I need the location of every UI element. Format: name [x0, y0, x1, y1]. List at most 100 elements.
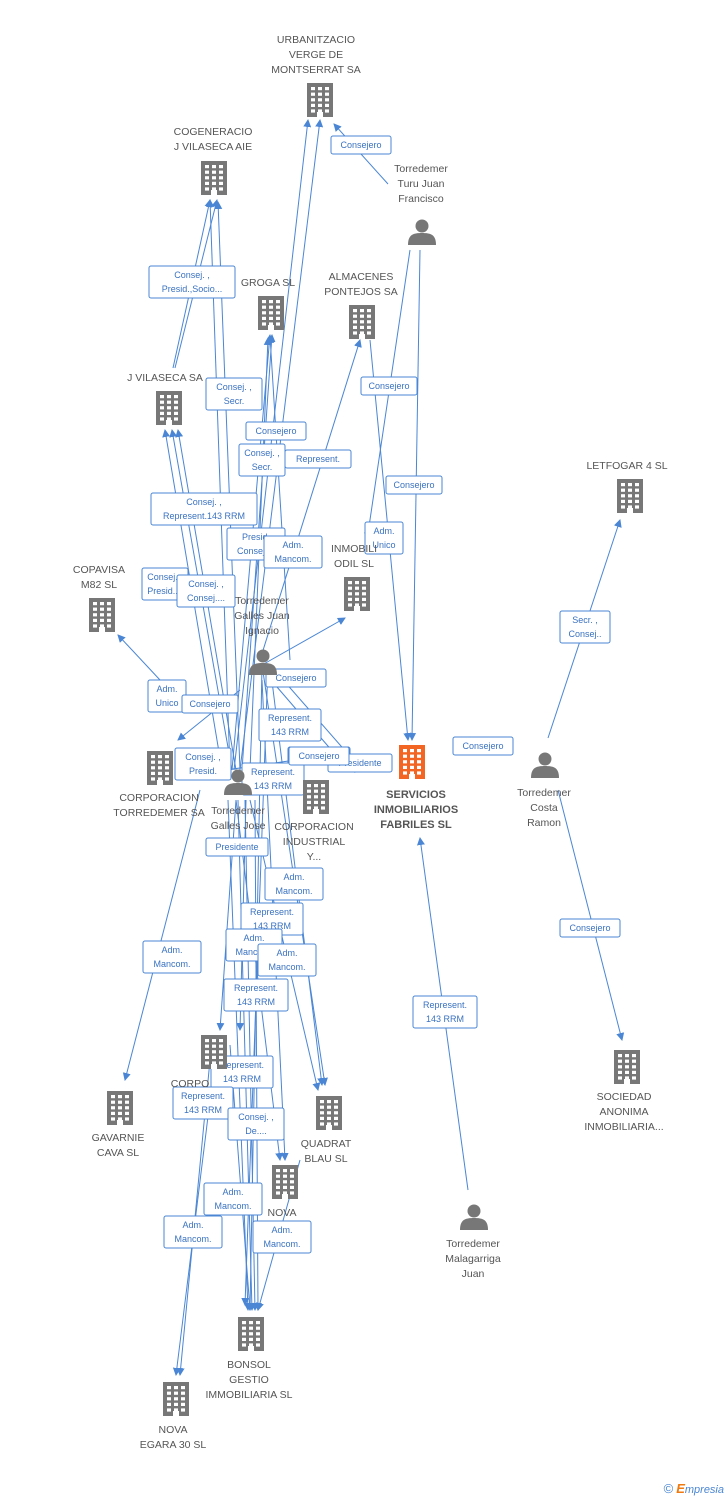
node-label: Galles Jose: [211, 820, 266, 832]
edge-label[interactable]: Consejero: [360, 376, 418, 396]
building-icon: [147, 751, 173, 785]
edge-label[interactable]: Consejero: [452, 736, 514, 756]
node-label: J VILASECA AIE: [174, 141, 252, 153]
edge: [266, 335, 291, 661]
node-label: NOVA: [159, 1424, 188, 1436]
edge-label[interactable]: Consejero: [559, 918, 621, 938]
edge-label[interactable]: Consej. ,Secr.: [238, 443, 286, 477]
node-label: Francisco: [398, 193, 444, 205]
building-icon: [272, 1165, 298, 1199]
edge-label[interactable]: Adm.Mancom.: [252, 1220, 312, 1254]
node-label: GAVARNIE: [92, 1132, 145, 1144]
node-label: ANONIMA: [599, 1106, 648, 1118]
edge-label[interactable]: Adm.Unico: [364, 521, 404, 555]
edge-label[interactable]: Adm.Mancom.: [263, 535, 323, 569]
edge-label[interactable]: Secr. ,Consej..: [559, 610, 611, 644]
edge-label-text: Consejero: [393, 480, 434, 490]
edge-label[interactable]: Adm.Mancom.: [264, 867, 324, 901]
edge-label[interactable]: Adm.Unico: [147, 679, 187, 713]
edge-label[interactable]: Presidente: [205, 837, 269, 857]
node-label: FABRILES SL: [380, 819, 452, 831]
edge: [557, 789, 625, 1041]
edge-label-text: Adm.: [271, 1225, 292, 1235]
edge-label[interactable]: Consejero: [265, 668, 327, 688]
node-nova[interactable]: NOVA: [268, 1165, 298, 1219]
person-icon: [224, 769, 252, 795]
node-label: ALMACENES: [329, 271, 394, 283]
node-label: INDUSTRIAL: [283, 836, 346, 848]
edge-label[interactable]: Consej. ,Consej....: [176, 574, 236, 608]
edge-label[interactable]: Adm.Mancom.: [142, 940, 202, 974]
node-letfogar[interactable]: LETFOGAR 4 SL: [586, 460, 668, 513]
edge-label-text: Secr.: [224, 396, 245, 406]
edge-label[interactable]: Consej. , Presid.,Socio...: [148, 265, 236, 299]
edge-label[interactable]: Consej. ,Represent.143 RRM: [150, 492, 258, 526]
edge-label[interactable]: Consej. ,De....: [227, 1107, 285, 1141]
edge-label[interactable]: Consejero: [245, 421, 307, 441]
edge-label[interactable]: Consejero: [330, 135, 392, 155]
node-almacenes[interactable]: ALMACENES PONTEJOS SA: [324, 271, 398, 339]
node-label: INMOBILI: [331, 543, 377, 555]
edge-label-text: Mancom.: [235, 947, 272, 957]
edge-label[interactable]: Represent.143 RRM: [223, 978, 289, 1012]
edge-label-text: Consej. ,: [238, 1112, 274, 1122]
node-label: CORPO: [171, 1078, 210, 1090]
person-icon: [408, 219, 436, 245]
building-icon: [163, 1382, 189, 1416]
edge-label-text: Adm.: [373, 526, 394, 536]
edge-label-text: Consejero: [189, 699, 230, 709]
edge-label[interactable]: Adm.Mancom.: [163, 1215, 223, 1249]
edge-label-text: Consej. ,: [174, 270, 210, 280]
node-label: PONTEJOS SA: [324, 286, 398, 298]
node-groga[interactable]: GROGA SL: [241, 277, 295, 330]
person-icon: [460, 1204, 488, 1230]
node-label: M82 SL: [81, 579, 117, 591]
edge-label-text: Consej. ,: [185, 752, 221, 762]
edge-label[interactable]: Represent.143 RRM: [172, 1086, 234, 1120]
edge-label-text: Presid....: [147, 586, 183, 596]
edge-label[interactable]: Consej. ,Presid.: [174, 747, 232, 781]
edge-label-text: Presid.,Socio...: [162, 284, 223, 294]
edge-label-text: Presid.: [242, 532, 270, 542]
edge-label-text: 143 RRM: [237, 997, 275, 1007]
edge-label[interactable]: Adm.Mancom.: [257, 943, 317, 977]
edge-label[interactable]: Consej. ,Secr.: [205, 377, 263, 411]
edge-label-text: Consejero: [298, 751, 339, 761]
node-vilaseca[interactable]: J VILASECA SA: [127, 372, 203, 425]
edge-label-text: Consejero: [462, 741, 503, 751]
node-corpo2[interactable]: CORPO: [171, 1035, 227, 1090]
node-label: URBANITZACIO: [277, 34, 355, 46]
node-sociedad[interactable]: SOCIEDADANONIMAINMOBILIARIA...: [584, 1050, 664, 1133]
edge-label[interactable]: Consejero: [385, 475, 443, 495]
edge-label[interactable]: Consejero: [288, 746, 350, 766]
node-corpindustrial[interactable]: CORPORACIONINDUSTRIALY...: [274, 780, 354, 863]
building-icon: [614, 1050, 640, 1084]
edge-label[interactable]: Represent.143 RRM: [258, 708, 322, 742]
edge-label[interactable]: Represent.: [284, 449, 352, 469]
edge-label[interactable]: Adm.Mancom.: [203, 1182, 263, 1216]
edge-label[interactable]: Represent.143 RRM: [412, 995, 478, 1029]
footer-brand[interactable]: ©Empresia: [664, 1481, 724, 1496]
edge: [122, 789, 201, 1081]
edge-label-text: Adm.: [222, 1187, 243, 1197]
node-label: QUADRAT: [301, 1138, 352, 1150]
edge-label[interactable]: Represent.143 RRM: [241, 762, 305, 796]
building-icon: [349, 305, 375, 339]
edge-label[interactable]: Consejero: [181, 694, 239, 714]
